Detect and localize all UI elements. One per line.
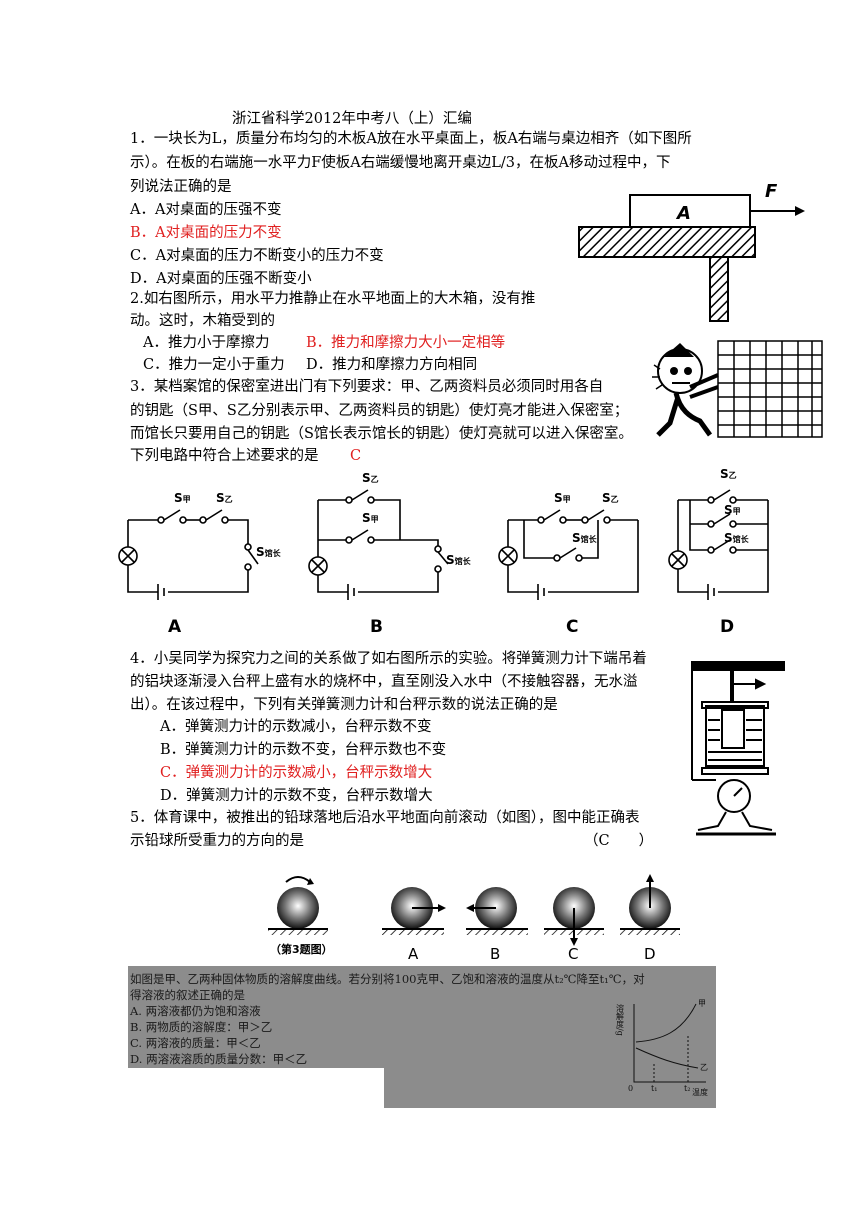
q6-stem-line-2: 得溶液的叙述正确的是 [130,988,245,1002]
q6-option-c: C. 两溶液的质量：甲＜乙 [130,1036,261,1050]
ball-label-b: B [490,945,500,963]
svg-text:S馆长: S馆长 [256,545,282,559]
graph-x-label: 温度 [692,1087,708,1097]
q6-option-b: B. 两物质的溶解度：甲＞乙 [130,1020,273,1034]
c-a-s2: S [216,491,225,505]
circuit-label-a: A [168,617,182,637]
q4-option-c: C．弹簧测力计的示数减小，台秤示数增大 [160,765,433,781]
svg-text:S甲: S甲 [174,491,191,505]
c-d-s2: S [724,503,733,517]
q2-option-c: C．推力一定小于重力 [143,357,285,373]
svg-text:S甲: S甲 [362,511,379,525]
q3-stem-line-2: 的钥匙（S甲、S乙分别表示甲、乙两资料员的钥匙）使灯亮才能进入保密室； [130,403,629,419]
q6-option-a: A. 两溶液都仍为饱和溶液 [130,1004,261,1018]
q6-scanned-block-lower [384,1068,716,1108]
svg-text:S乙: S乙 [602,491,619,505]
q5-stem-line-1: 5．体育课中，被推出的铅球落地后沿水平地面向前滚动（如图），图中能正确表 [130,810,640,826]
c-c-s2: S [602,491,611,505]
q6-scanned-block [128,966,716,1068]
c-c-jia: 甲 [563,495,571,504]
c-b-jia: 甲 [371,515,379,524]
c-d-jia: 甲 [733,507,741,516]
ball-label-c: C [568,945,578,963]
q4-stem-line-3: 出）。在该过程中，下列有关弹簧测力计和台秤示数的说法正确的是 [130,697,558,713]
c-c-gz: 馆长 [581,534,598,544]
q3-stem-line-3: 而馆长只要用自己的钥匙（S馆长表示馆长的钥匙）使灯亮就可以进入保密室。 [130,426,633,442]
c-b-s3: S [446,553,455,567]
c-a-yi: 乙 [225,495,233,504]
svg-text:S乙: S乙 [720,467,737,481]
page-title: 浙江省科学2012年中考八（上）汇编 [232,111,472,127]
circuit-label-d: D [720,617,734,637]
c-a-jia: 甲 [183,495,191,504]
ball-label-a: A [408,945,419,963]
c-b-s1: S [362,471,371,485]
svg-text:S甲: S甲 [724,503,741,517]
q4-option-d: D．弹簧测力计的示数不变，台秤示数增大 [160,788,433,804]
q2-option-d: D．推力和摩擦力方向相同 [306,357,478,373]
q1-option-d: D．A对桌面的压强不断变小 [130,271,312,287]
c-a-gz: 馆长 [265,548,282,558]
c-d-yi: 乙 [729,471,737,480]
c-d-gz: 馆长 [733,534,750,544]
c-a-s3: S [256,545,265,559]
graph-curve-yi: 乙 [700,1063,708,1072]
q1-board-figure: A F [578,181,805,322]
q1-stem-line-1: 1．一块长为L，质量分布均匀的木板A放在水平桌面上，板A右端与桌边相齐（如下图所 [130,131,692,147]
graph-t2: t₂ [684,1084,690,1093]
q5-balls-figure: （第3题图） A B C D [268,874,680,963]
q1-option-a: A．A对桌面的压强不变 [130,202,282,218]
q6-stem-line-1: 如图是甲、乙两种固体物质的溶解度曲线。若分别将100克甲、乙饱和溶液的温度从t₂… [130,972,645,986]
q1-stem-line-3: 列说法正确的是 [130,179,232,195]
c-b-s2: S [362,511,371,525]
svg-text:S乙: S乙 [362,471,379,485]
c-a-s1: S [174,491,183,505]
c-c-yi: 乙 [611,495,619,504]
q2-stem-line-1: 2.如右图所示，用水平力推静止在水平地面上的大木箱，没有推 [130,291,536,307]
q5-answer: （C ） [584,833,654,849]
c-d-s1: S [720,467,729,481]
graph-y-label: 溶解度/g [616,1003,625,1036]
graph-curve-jia: 甲 [698,999,706,1008]
q3-circuits-figure: S甲 S乙 S馆长 S乙 S甲 S馆长 S甲 S乙 S馆长 S乙 S甲 S馆长 … [118,467,769,637]
q3-stem-line-4: 下列电路中符合上述要求的是 [130,448,319,464]
q1-force-label: F [765,181,778,202]
c-b-gz: 馆长 [455,556,472,566]
q4-option-b: B．弹簧测力计的示数不变，台秤示数也不变 [160,742,447,758]
svg-text:S乙: S乙 [216,491,233,505]
q3-answer: C [350,448,362,464]
svg-text:S馆长: S馆长 [446,553,472,567]
graph-origin: 0 [628,1084,633,1093]
q6-option-d: D. 两溶液溶质的质量分数：甲＜乙 [130,1052,308,1066]
circuit-label-c: C [566,617,578,637]
svg-text:S甲: S甲 [554,491,571,505]
q4-stem-line-1: 4．小吴同学为探究力之间的关系做了如右图所示的实验。将弹簧测力计下端吊着 [130,651,647,667]
q1-stem-line-2: 示）。在板的右端施一水平力F使板A右端缓慢地离开桌边L/3，在板A移动过程中，下 [130,155,671,171]
q2-push-crate-figure [652,340,823,438]
q3-stem-line-1: 3．某档案馆的保密室进出门有下列要求：甲、乙两资料员必须同时用各自 [130,379,604,395]
q2-option-b: B．推力和摩擦力大小一定相等 [306,335,506,351]
q5-stem-line-2: 示铅球所受重力的方向的是 [130,833,304,849]
q4-stem-line-2: 的铝块逐渐浸入台秤上盛有水的烧杯中，直至刚没入水中（不接触容器，无水溢 [130,674,638,690]
c-c-s1: S [554,491,563,505]
svg-text:S馆长: S馆长 [724,531,750,545]
q1-board-label: A [675,203,691,224]
svg-text:S馆长: S馆长 [572,531,598,545]
q1-option-c: C．A对桌面的压力不断变小的压力不变 [130,248,384,264]
circuit-label-b: B [370,617,383,637]
q2-option-a: A．推力小于摩擦力 [143,335,270,351]
q5-fig-caption: （第3题图） [270,942,333,956]
ball-label-d: D [644,945,656,963]
q4-option-a: A．弹簧测力计的示数减小，台秤示数不变 [160,719,432,735]
c-d-s3: S [724,531,733,545]
q2-stem-line-2: 动。这时，木箱受到的 [130,313,275,329]
q4-experiment-figure [691,661,785,836]
q6-solubility-graph: 溶解度/g 甲 乙 0 t₁ t₂ 温度 [616,999,709,1097]
graph-t1: t₁ [651,1084,657,1093]
q1-option-b: B．A对桌面的压力不变 [130,225,282,241]
c-c-s3: S [572,531,581,545]
c-b-yi: 乙 [371,475,379,484]
